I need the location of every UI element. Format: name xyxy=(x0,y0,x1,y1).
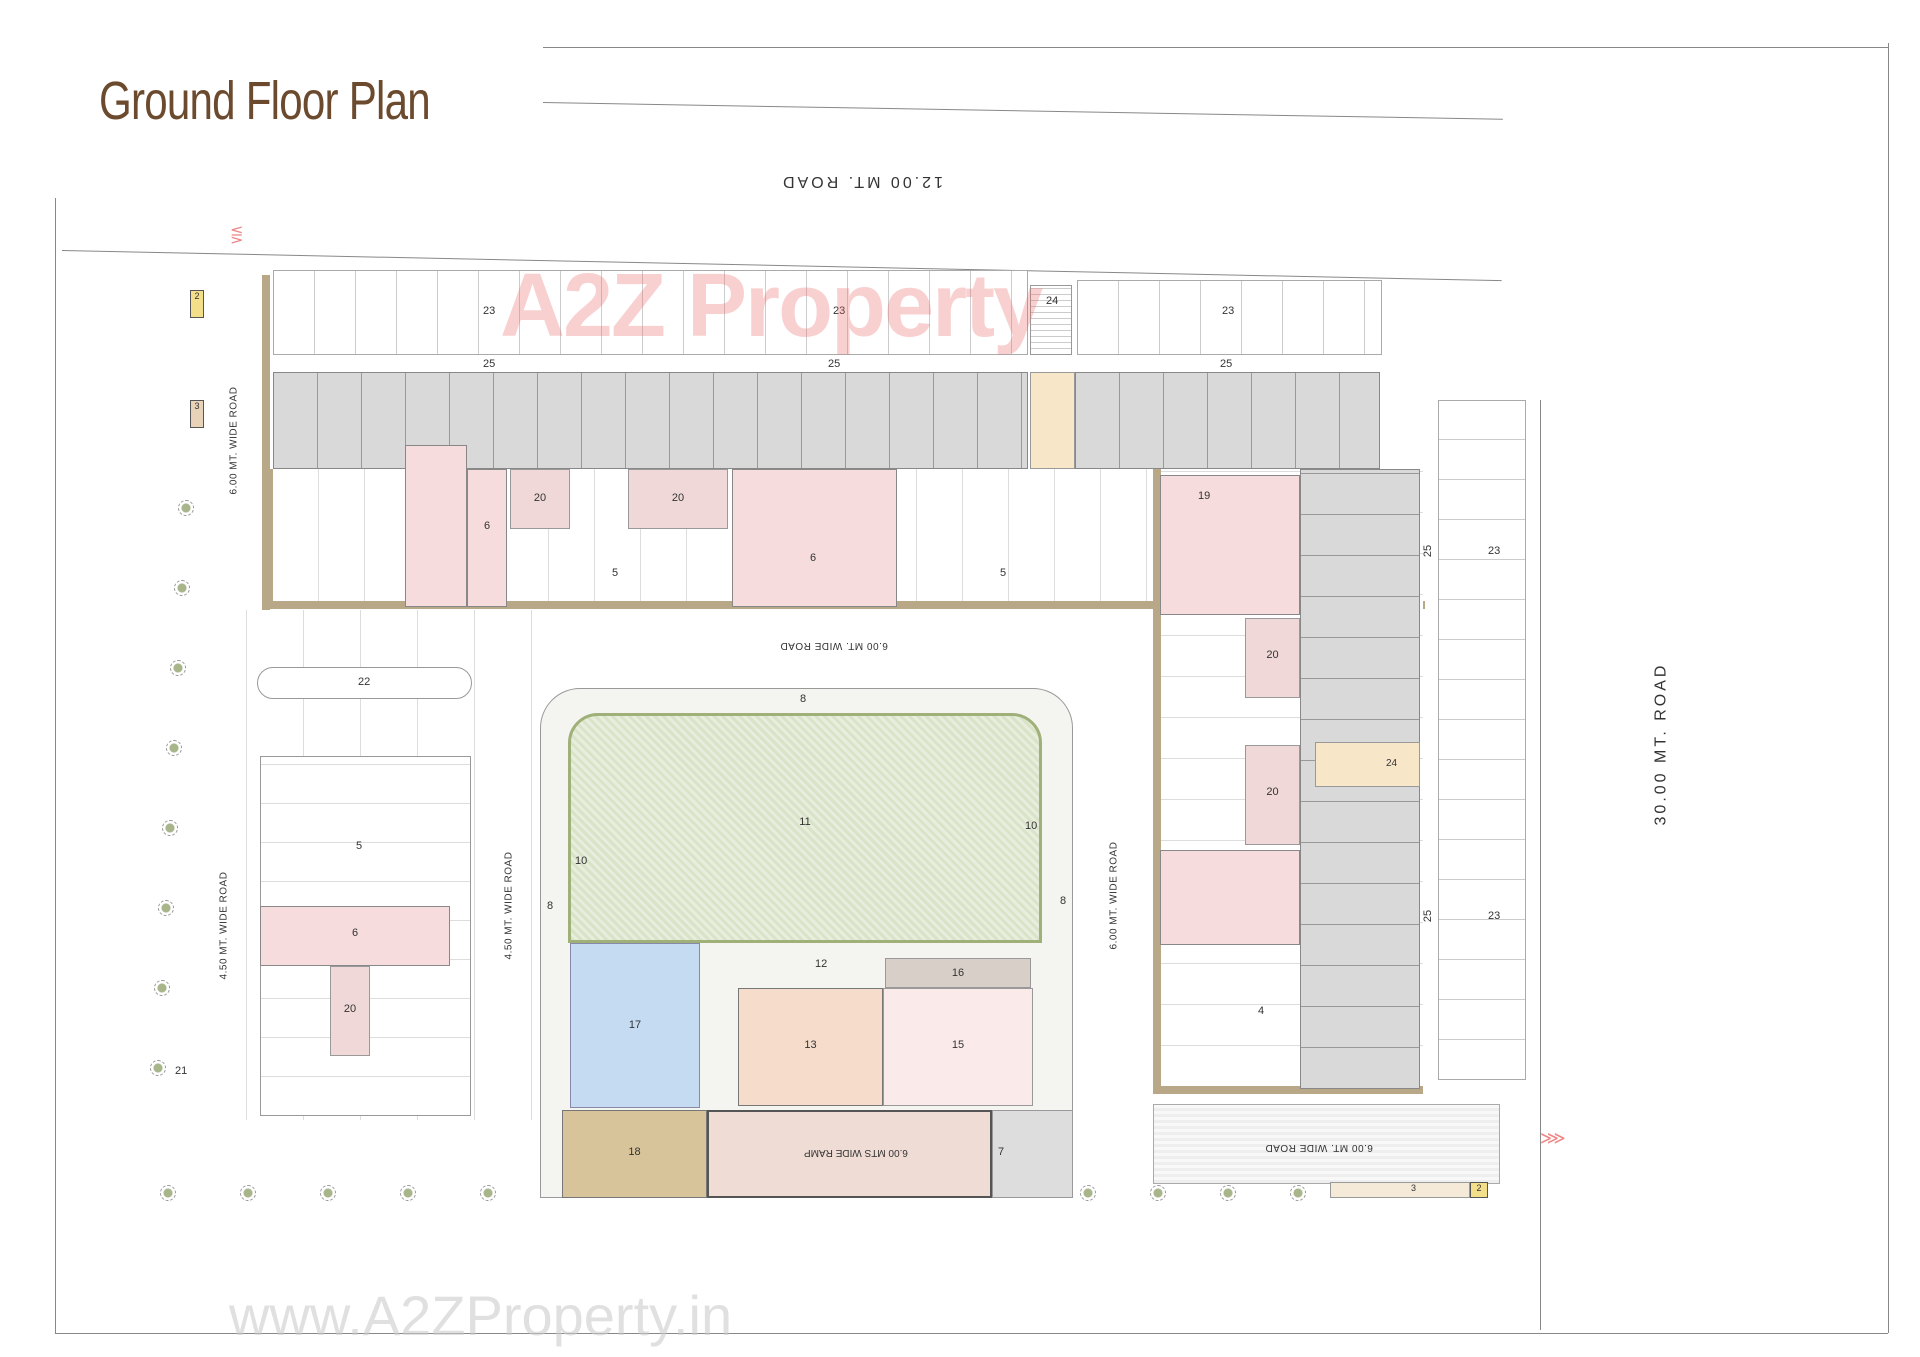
area-18: 18 xyxy=(562,1110,707,1198)
tree-icon xyxy=(162,820,178,836)
strip-label: 25 xyxy=(828,358,841,370)
entry-arrow-icon: ⋚ xyxy=(230,227,244,244)
parking-column-right xyxy=(1438,400,1526,1080)
area-19-label: 19 xyxy=(1198,490,1211,502)
watermark-logo: A2Z Property xyxy=(500,255,1043,358)
parking-label: 23 xyxy=(1488,545,1501,557)
parking-label: 23 xyxy=(1222,305,1235,317)
tree-icon xyxy=(400,1185,416,1201)
lawn: 11 xyxy=(568,713,1042,943)
foyer-label: 6 xyxy=(810,552,817,564)
amphitheatre: 15 xyxy=(883,988,1033,1106)
area-3: 3 xyxy=(1330,1182,1470,1198)
tree-icon xyxy=(178,500,194,516)
tree-icon xyxy=(480,1185,496,1201)
parking-row-top-right xyxy=(1077,280,1382,355)
tree-icon xyxy=(166,740,182,756)
walkway-label: 8 xyxy=(547,900,554,912)
tree-icon xyxy=(174,580,190,596)
ramp-label: 6.00 MTS WIDE RAMP xyxy=(804,1147,908,1158)
site-boundary-bottom xyxy=(55,1333,1888,1334)
watermark-url: www.A2ZProperty.in xyxy=(229,1284,733,1347)
road-label-bottom-right: 6.00 MT. WIDE ROAD xyxy=(1265,1142,1373,1153)
parking-row-top-left xyxy=(273,270,1028,355)
left-service-road xyxy=(190,275,270,615)
staircase-label: 24 xyxy=(1046,295,1059,307)
area-12-label: 12 xyxy=(815,958,828,970)
area-13: 13 xyxy=(738,988,883,1106)
core-20: 20 xyxy=(1245,745,1300,845)
tree-icon xyxy=(1290,1185,1306,1201)
strip-label: 25 xyxy=(483,358,496,370)
tree-icon xyxy=(154,980,170,996)
road-label-left-outer: 4.50 MT. WIDE ROAD xyxy=(218,871,230,980)
site-boundary-left xyxy=(55,198,56,1333)
ramp: 6.00 MTS WIDE RAMP xyxy=(707,1110,992,1198)
road-label-inner-right: 6.00 MT. WIDE ROAD xyxy=(1108,841,1120,950)
road-edge-right xyxy=(1540,400,1541,1330)
block-foyer-right xyxy=(1160,850,1300,945)
parking-label: 23 xyxy=(833,305,846,317)
block-d-foyer: 6 xyxy=(260,906,450,966)
entry-arrow-icon: ⋙ xyxy=(1540,1128,1566,1148)
walkway-label: 8 xyxy=(1060,895,1067,907)
tree-icon xyxy=(170,660,186,676)
showroom-row-top xyxy=(273,372,1028,469)
tree-icon xyxy=(1220,1185,1236,1201)
tree-icon xyxy=(160,1185,176,1201)
tree-icon xyxy=(1080,1185,1096,1201)
area-7: 7 xyxy=(992,1110,1073,1198)
strip-label: 25 xyxy=(1422,544,1435,558)
area-16: 16 xyxy=(885,958,1031,988)
tree-icon xyxy=(320,1185,336,1201)
tree-icon xyxy=(1150,1185,1166,1201)
guard-room: 2 xyxy=(1470,1182,1488,1198)
core-20: 20 xyxy=(1245,618,1300,698)
guard-room: 2 xyxy=(190,290,204,318)
watermark-logo-text: A2Z Property xyxy=(500,256,1043,356)
plaza: 22 xyxy=(257,667,472,699)
area-4-label: 4 xyxy=(1258,1005,1265,1017)
block-a-foyer xyxy=(1160,475,1300,615)
core-20: 20 xyxy=(330,966,370,1056)
road-label-inner-top: 6.00 MT. WIDE ROAD xyxy=(780,640,888,651)
block-b-foyer xyxy=(405,445,467,607)
road-label-top: 12.00 MT. ROAD xyxy=(780,173,943,190)
walkway-label: 10 xyxy=(575,855,588,867)
staircase-top xyxy=(1030,285,1072,355)
swimming-pool: 17 xyxy=(570,943,700,1108)
tree-icon xyxy=(240,1185,256,1201)
bottom-right-road xyxy=(1153,1104,1500,1184)
site-boundary-right xyxy=(1888,43,1889,1333)
drive-label: 5 xyxy=(356,840,363,852)
page-title: Ground Floor Plan xyxy=(99,71,431,131)
walkway-label: 10 xyxy=(1025,820,1038,832)
staircase-right: 24 xyxy=(1315,742,1420,787)
core-20: 20 xyxy=(628,469,728,529)
site-boundary-top xyxy=(543,47,1888,48)
core-20: 20 xyxy=(510,469,570,529)
walkway-label: 8 xyxy=(800,693,807,705)
area-21-label: 21 xyxy=(175,1065,188,1077)
showroom-row-top-right xyxy=(1075,372,1380,469)
parking-label: 23 xyxy=(1488,910,1501,922)
road-edge-top xyxy=(542,102,1503,120)
foyer: 6 xyxy=(467,469,507,607)
strip-label: 25 xyxy=(1422,909,1435,923)
parking-label: 23 xyxy=(483,305,496,317)
road-label-left-inner: 4.50 MT. WIDE ROAD xyxy=(503,851,515,960)
strip-label: 25 xyxy=(1220,358,1233,370)
road-label-right: 30.00 MT. ROAD xyxy=(1652,662,1670,826)
drive-label: 5 xyxy=(1000,567,1007,579)
drive-label: 5 xyxy=(612,567,619,579)
road-label-left-service: 6.00 MT. WIDE ROAD xyxy=(228,386,240,495)
tree-icon xyxy=(158,900,174,916)
block-c-foyer xyxy=(732,469,897,607)
area-3: 3 xyxy=(190,400,204,428)
tree-icon xyxy=(150,1060,166,1076)
stair-landing xyxy=(1030,372,1075,469)
